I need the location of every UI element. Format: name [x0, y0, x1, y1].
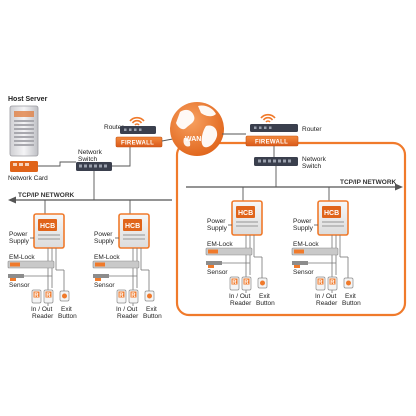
network-card: Network Card	[8, 161, 48, 182]
reader-label-2: Reader	[230, 300, 252, 307]
right-tcp-bus: TCP/IP NETWORK	[186, 179, 403, 191]
power-label-2: Supply	[94, 238, 115, 245]
hcb-badge	[123, 219, 142, 231]
reader-badge: R	[232, 280, 237, 286]
left-firewall-label: FIREWALL	[121, 141, 154, 147]
sensor-block	[93, 274, 109, 278]
exit-label-1: Exit	[146, 306, 157, 313]
left-bus-arrow-icon	[8, 196, 16, 204]
power-label-2: Supply	[9, 238, 30, 245]
hcb-badge	[322, 206, 341, 218]
power-label-1: Power	[94, 231, 113, 238]
exit-label-1: Exit	[61, 306, 72, 313]
reader-badge: R	[318, 280, 323, 286]
reader-badge: R	[330, 280, 335, 286]
left-router-wifi-icon	[129, 116, 145, 126]
left-switch-uplink	[112, 146, 131, 167]
reader-badge: R	[244, 280, 249, 286]
left-tcp-bus: TCP/IP NETWORK	[8, 192, 172, 204]
host-link	[38, 161, 76, 167]
sensor-label: Sensor	[207, 269, 228, 276]
right-switch[interactable]: Network Switch	[254, 156, 327, 170]
reader-badge: R	[119, 293, 124, 299]
left-switch[interactable]: Network Switch	[76, 149, 112, 171]
emlock-label: EM-Lock	[94, 254, 120, 261]
sensor-block	[292, 261, 308, 265]
hcb-label: HCB	[238, 210, 253, 217]
left-router-label: Router	[104, 124, 124, 131]
exit-label-2: Button	[256, 300, 275, 307]
reader-label-1: In / Out	[31, 306, 53, 313]
hcb-badge	[236, 206, 255, 218]
reader-label-2: Reader	[117, 313, 139, 320]
left-switch-label-2: Switch	[78, 156, 98, 163]
right-router[interactable]: Router	[250, 113, 322, 133]
reader-label-1: In / Out	[116, 306, 138, 313]
exit-label-2: Button	[143, 313, 162, 320]
left-router[interactable]: Router	[104, 116, 156, 134]
wan-label: WAN	[185, 136, 201, 143]
reader-badge: R	[34, 293, 39, 299]
reader-label-1: In / Out	[315, 293, 337, 300]
left-tcp-label: TCP/IP NETWORK	[18, 192, 75, 199]
host-server-title: Host Server	[8, 96, 48, 103]
emlock-label: EM-Lock	[293, 241, 319, 248]
power-label-2: Supply	[293, 225, 314, 232]
left-switch-label-1: Network	[78, 149, 103, 156]
reader-label-1: In / Out	[229, 293, 251, 300]
globe-icon	[170, 102, 224, 156]
network-card-label: Network Card	[8, 175, 48, 182]
hcb-label: HCB	[324, 210, 339, 217]
power-label-1: Power	[9, 231, 28, 238]
sensor-label: Sensor	[94, 282, 115, 289]
right-switch-label-2: Switch	[302, 163, 322, 170]
exit-label-1: Exit	[345, 293, 356, 300]
exit-label-1: Exit	[259, 293, 270, 300]
sensor-block	[8, 274, 24, 278]
right-switch-label-1: Network	[302, 156, 327, 163]
host-server[interactable]: Host Server	[8, 96, 48, 157]
hcb-label: HCB	[40, 223, 55, 230]
exit-label-2: Button	[342, 300, 361, 307]
sensor-label: Sensor	[293, 269, 314, 276]
sensor-block	[206, 261, 222, 265]
exit-label-2: Button	[58, 313, 77, 320]
reader-label-2: Reader	[32, 313, 54, 320]
right-tcp-label: TCP/IP NETWORK	[340, 179, 397, 186]
sensor-label: Sensor	[9, 282, 30, 289]
power-label-2: Supply	[207, 225, 228, 232]
reader-label-2: Reader	[316, 300, 338, 307]
power-label-1: Power	[207, 218, 226, 225]
reader-badge: R	[131, 293, 136, 299]
right-firewall-label: FIREWALL	[255, 140, 288, 146]
right-firewall[interactable]: FIREWALL	[245, 135, 299, 147]
right-bus-arrow-icon	[395, 183, 403, 191]
wan-globe[interactable]: WAN	[170, 102, 224, 156]
reader-badge: R	[46, 293, 51, 299]
hcb-label: HCB	[125, 223, 140, 230]
right-router-wifi-icon	[260, 113, 276, 123]
power-label-1: Power	[293, 218, 312, 225]
hcb-badge	[38, 219, 57, 231]
left-firewall[interactable]: FIREWALL	[115, 136, 163, 148]
right-router-label: Router	[302, 126, 322, 133]
emlock-label: EM-Lock	[9, 254, 35, 261]
emlock-label: EM-Lock	[207, 241, 233, 248]
